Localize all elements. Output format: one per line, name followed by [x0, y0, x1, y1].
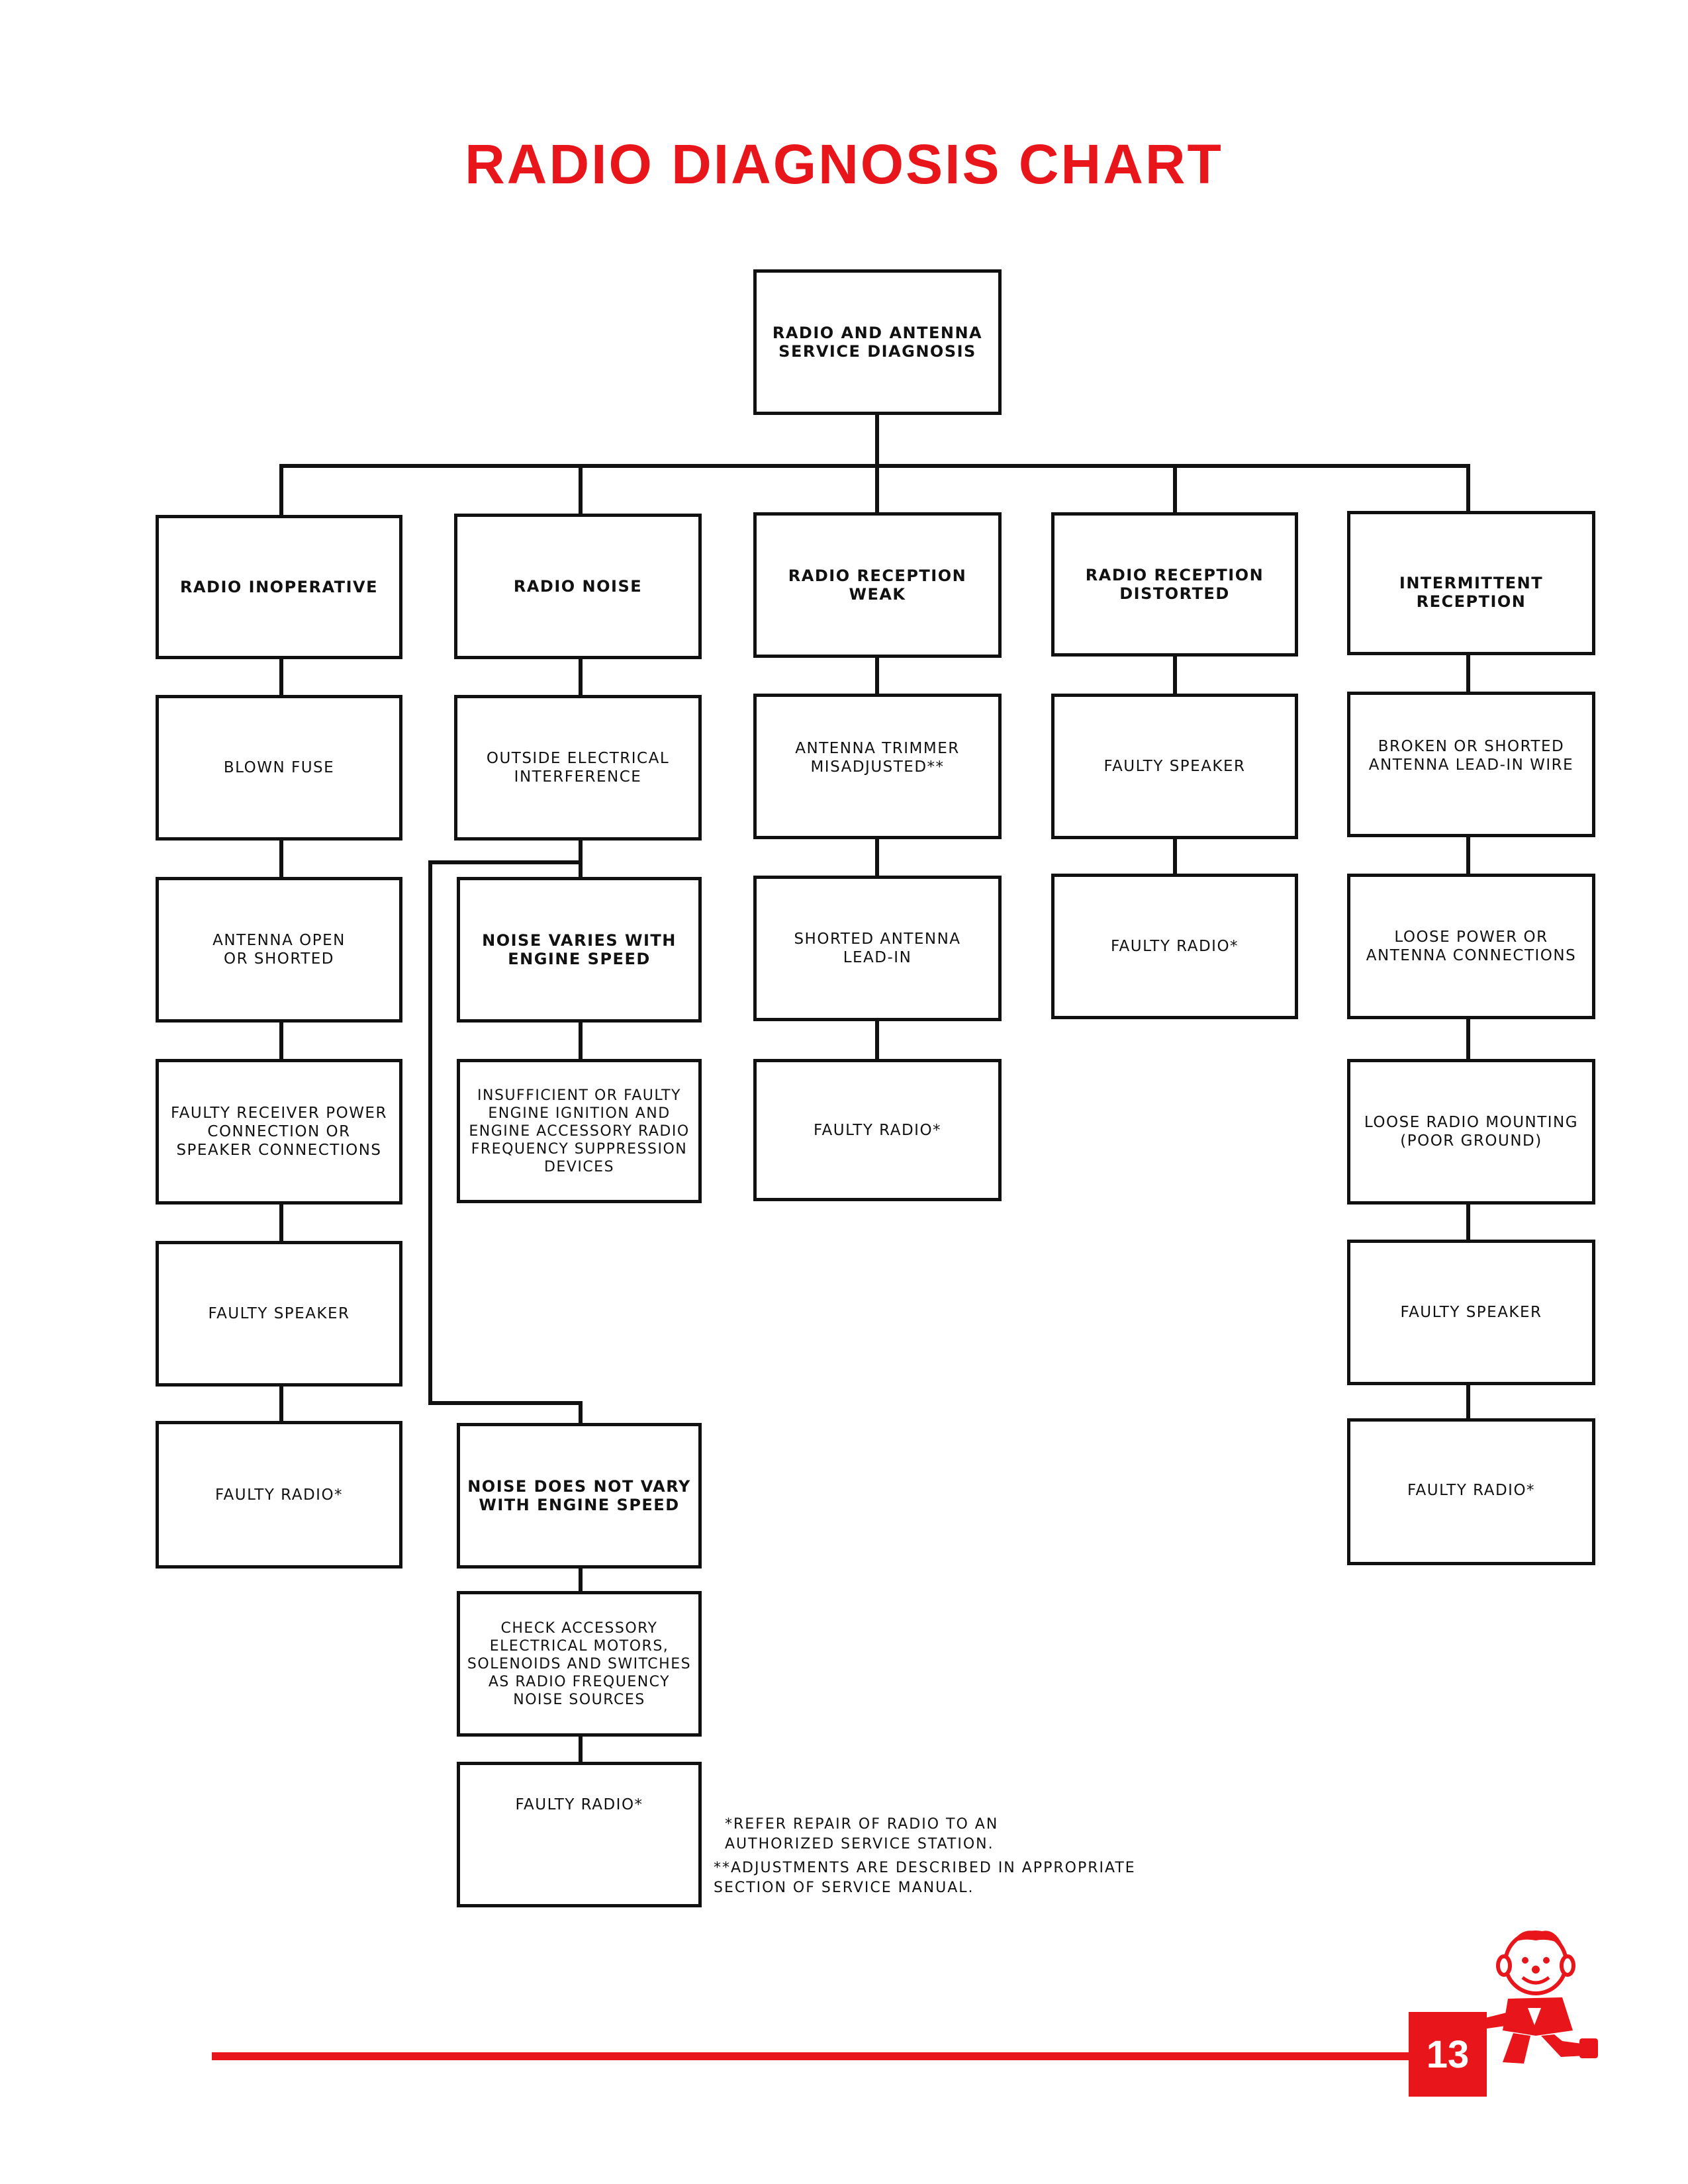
- col2-header: RADIO NOISE: [454, 514, 702, 659]
- col1-step-2: ANTENNA OPEN OR SHORTED: [156, 877, 402, 1023]
- col1-step-3: FAULTY RECEIVER POWER CONNECTION OR SPEA…: [156, 1059, 402, 1205]
- page-title: RADIO DIAGNOSIS CHART: [465, 133, 1223, 195]
- col5-step-5: FAULTY RADIO*: [1347, 1418, 1595, 1565]
- col2-branch-b-step-1: CHECK ACCESSORY ELECTRICAL MOTORS, SOLEN…: [457, 1591, 702, 1737]
- col3-step-3: FAULTY RADIO*: [753, 1059, 1002, 1201]
- col3-header: RADIO RECEPTION WEAK: [753, 512, 1002, 658]
- footnote-adjustments: **ADJUSTMENTS ARE DESCRIBED IN APPROPRIA…: [714, 1860, 1136, 1896]
- col1-step-1: BLOWN FUSE: [156, 695, 402, 841]
- col4-header: RADIO RECEPTION DISTORTED: [1051, 512, 1298, 657]
- col4-step-1: FAULTY SPEAKER: [1051, 694, 1298, 839]
- col2-branch-b-header: NOISE DOES NOT VARY WITH ENGINE SPEED: [457, 1423, 702, 1569]
- col5-step-2: LOOSE POWER OR ANTENNA CONNECTIONS: [1347, 874, 1595, 1019]
- col3-step-2: SHORTED ANTENNA LEAD-IN: [753, 876, 1002, 1021]
- col2-branch-a-step-1: INSUFFICIENT OR FAULTY ENGINE IGNITION A…: [457, 1059, 702, 1203]
- col1-step-5: FAULTY RADIO*: [156, 1421, 402, 1569]
- col4-step-2: FAULTY RADIO*: [1051, 874, 1298, 1019]
- page-number: 13: [1409, 2012, 1487, 2097]
- col5-step-1: BROKEN OR SHORTED ANTENNA LEAD-IN WIRE: [1347, 692, 1595, 837]
- col1-step-4: FAULTY SPEAKER: [156, 1241, 402, 1387]
- root-node: RADIO AND ANTENNA SERVICE DIAGNOSIS: [753, 269, 1002, 415]
- col2-branch-a-header: NOISE VARIES WITH ENGINE SPEED: [457, 877, 702, 1023]
- col2-branch-b-step-2: FAULTY RADIO*: [457, 1762, 702, 1907]
- col3-step-1: ANTENNA TRIMMER MISADJUSTED**: [753, 694, 1002, 839]
- col5-step-4: FAULTY SPEAKER: [1347, 1240, 1595, 1385]
- radio-repairman-mascot-icon: [1483, 1931, 1598, 2064]
- col1-header: RADIO INOPERATIVE: [156, 515, 402, 659]
- col2-step-1: OUTSIDE ELECTRICAL INTERFERENCE: [454, 695, 702, 841]
- col5-header: INTERMITTENT RECEPTION: [1347, 511, 1595, 655]
- col5-step-3: LOOSE RADIO MOUNTING (POOR GROUND): [1347, 1059, 1595, 1205]
- footnote-refer-repair: *REFER REPAIR OF RADIO TO AN AUTHORIZED …: [725, 1816, 999, 1852]
- footer-rule: [212, 2052, 1436, 2060]
